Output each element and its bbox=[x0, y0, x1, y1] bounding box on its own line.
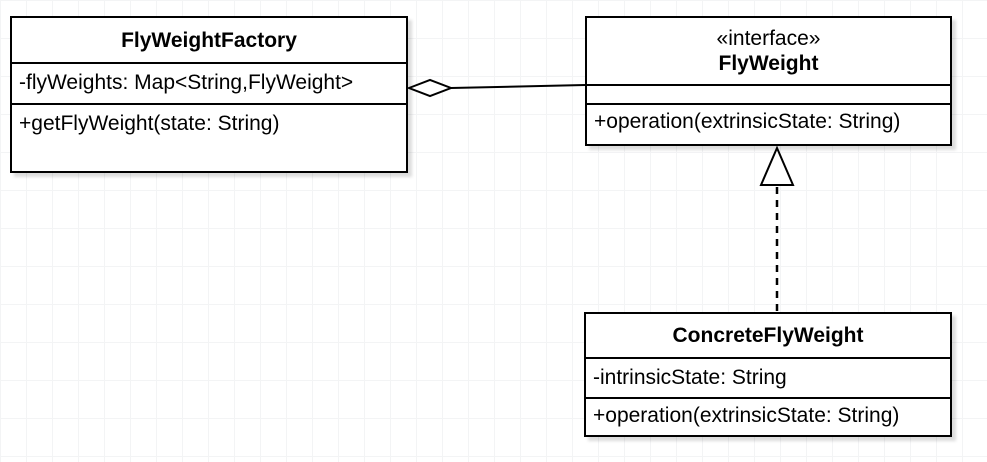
class-title-compartment: ConcreteFlyWeight bbox=[586, 314, 950, 357]
class-node-flyweightfactory: FlyWeightFactory -flyWeights: Map<String… bbox=[10, 16, 408, 173]
class-attributes-compartment: -intrinsicState: String bbox=[586, 357, 950, 397]
class-name: FlyWeightFactory bbox=[121, 28, 297, 52]
class-node-concreteflyweight: ConcreteFlyWeight -intrinsicState: Strin… bbox=[584, 312, 952, 437]
class-method: +getFlyWeight(state: String) bbox=[19, 112, 280, 135]
class-name: ConcreteFlyWeight bbox=[672, 324, 864, 347]
inheritance-triangle-icon bbox=[759, 145, 795, 186]
class-method: +operation(extrinsicState: String) bbox=[594, 110, 901, 133]
class-methods-compartment: +operation(extrinsicState: String) bbox=[586, 397, 950, 435]
aggregation-diamond-icon bbox=[406, 78, 454, 98]
class-node-flyweight-interface: «interface» FlyWeight +operation(extrins… bbox=[585, 16, 952, 146]
class-stereotype: «interface» bbox=[716, 27, 821, 50]
class-title-compartment: FlyWeightFactory bbox=[12, 18, 406, 62]
class-method: +operation(extrinsicState: String) bbox=[593, 404, 900, 427]
class-attributes-compartment bbox=[587, 84, 950, 103]
class-name: FlyWeight bbox=[718, 52, 819, 75]
class-title-compartment: «interface» FlyWeight bbox=[587, 18, 950, 84]
class-methods-compartment: +getFlyWeight(state: String) bbox=[12, 103, 406, 171]
aggregation-edge bbox=[406, 78, 586, 98]
class-methods-compartment: +operation(extrinsicState: String) bbox=[587, 103, 950, 144]
class-attribute: -intrinsicState: String bbox=[593, 366, 787, 389]
class-attribute: -flyWeights: Map<String,FlyWeight> bbox=[19, 71, 354, 94]
class-attributes-compartment: -flyWeights: Map<String,FlyWeight> bbox=[12, 62, 406, 103]
realization-edge bbox=[759, 145, 795, 311]
